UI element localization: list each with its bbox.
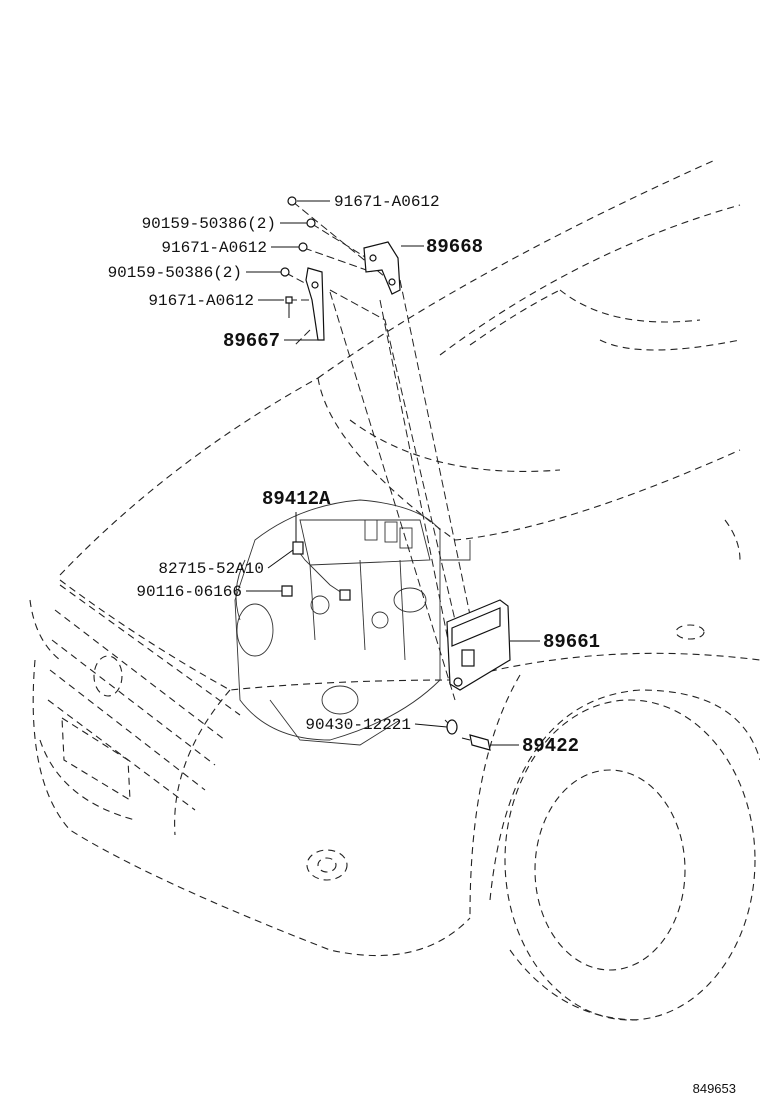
bolt-91671-a0612-bottom [285, 296, 293, 318]
callout-82715-52a10: 82715-52A10 [158, 560, 264, 578]
callout-90430-12221: 90430-12221 [305, 716, 411, 734]
sensor-harness-89412a [292, 541, 351, 601]
callout-89661: 89661 [543, 631, 600, 653]
callout-91671-a0612-middle: 91671-A0612 [161, 239, 267, 257]
bolt-91671-a0612-middle [298, 242, 308, 252]
bracket-89667 [305, 267, 325, 341]
callout-labels: 91671-A0612 90159-50386(2) 91671-A0612 8… [108, 193, 600, 757]
callout-89668: 89668 [426, 236, 483, 258]
nut-90159-50386-upper [306, 218, 316, 228]
callout-90159-50386-upper: 90159-50386(2) [142, 215, 276, 233]
nut-90159-50386-lower [280, 267, 290, 277]
callout-91671-a0612-top: 91671-A0612 [334, 193, 440, 211]
callout-89667: 89667 [223, 330, 280, 352]
callout-91671-a0612-bottom: 91671-A0612 [148, 292, 254, 310]
callout-90159-50386-lower: 90159-50386(2) [108, 264, 242, 282]
leader-lines [246, 200, 540, 746]
illustration-reference-number: 849653 [693, 1081, 736, 1096]
assembly-guide-lines [285, 201, 471, 731]
callout-89412a: 89412A [262, 488, 331, 510]
bracket-89668 [363, 241, 401, 295]
bolt-90116-06166 [281, 585, 293, 597]
bolt-91671-a0612-top [287, 196, 297, 206]
ecu-89661 [446, 599, 511, 691]
callout-90116-06166: 90116-06166 [136, 583, 242, 601]
callout-89422: 89422 [522, 735, 579, 757]
engine-assembly [234, 499, 471, 746]
sensor-89422 [461, 734, 491, 751]
gasket-90430-12221 [446, 719, 458, 735]
